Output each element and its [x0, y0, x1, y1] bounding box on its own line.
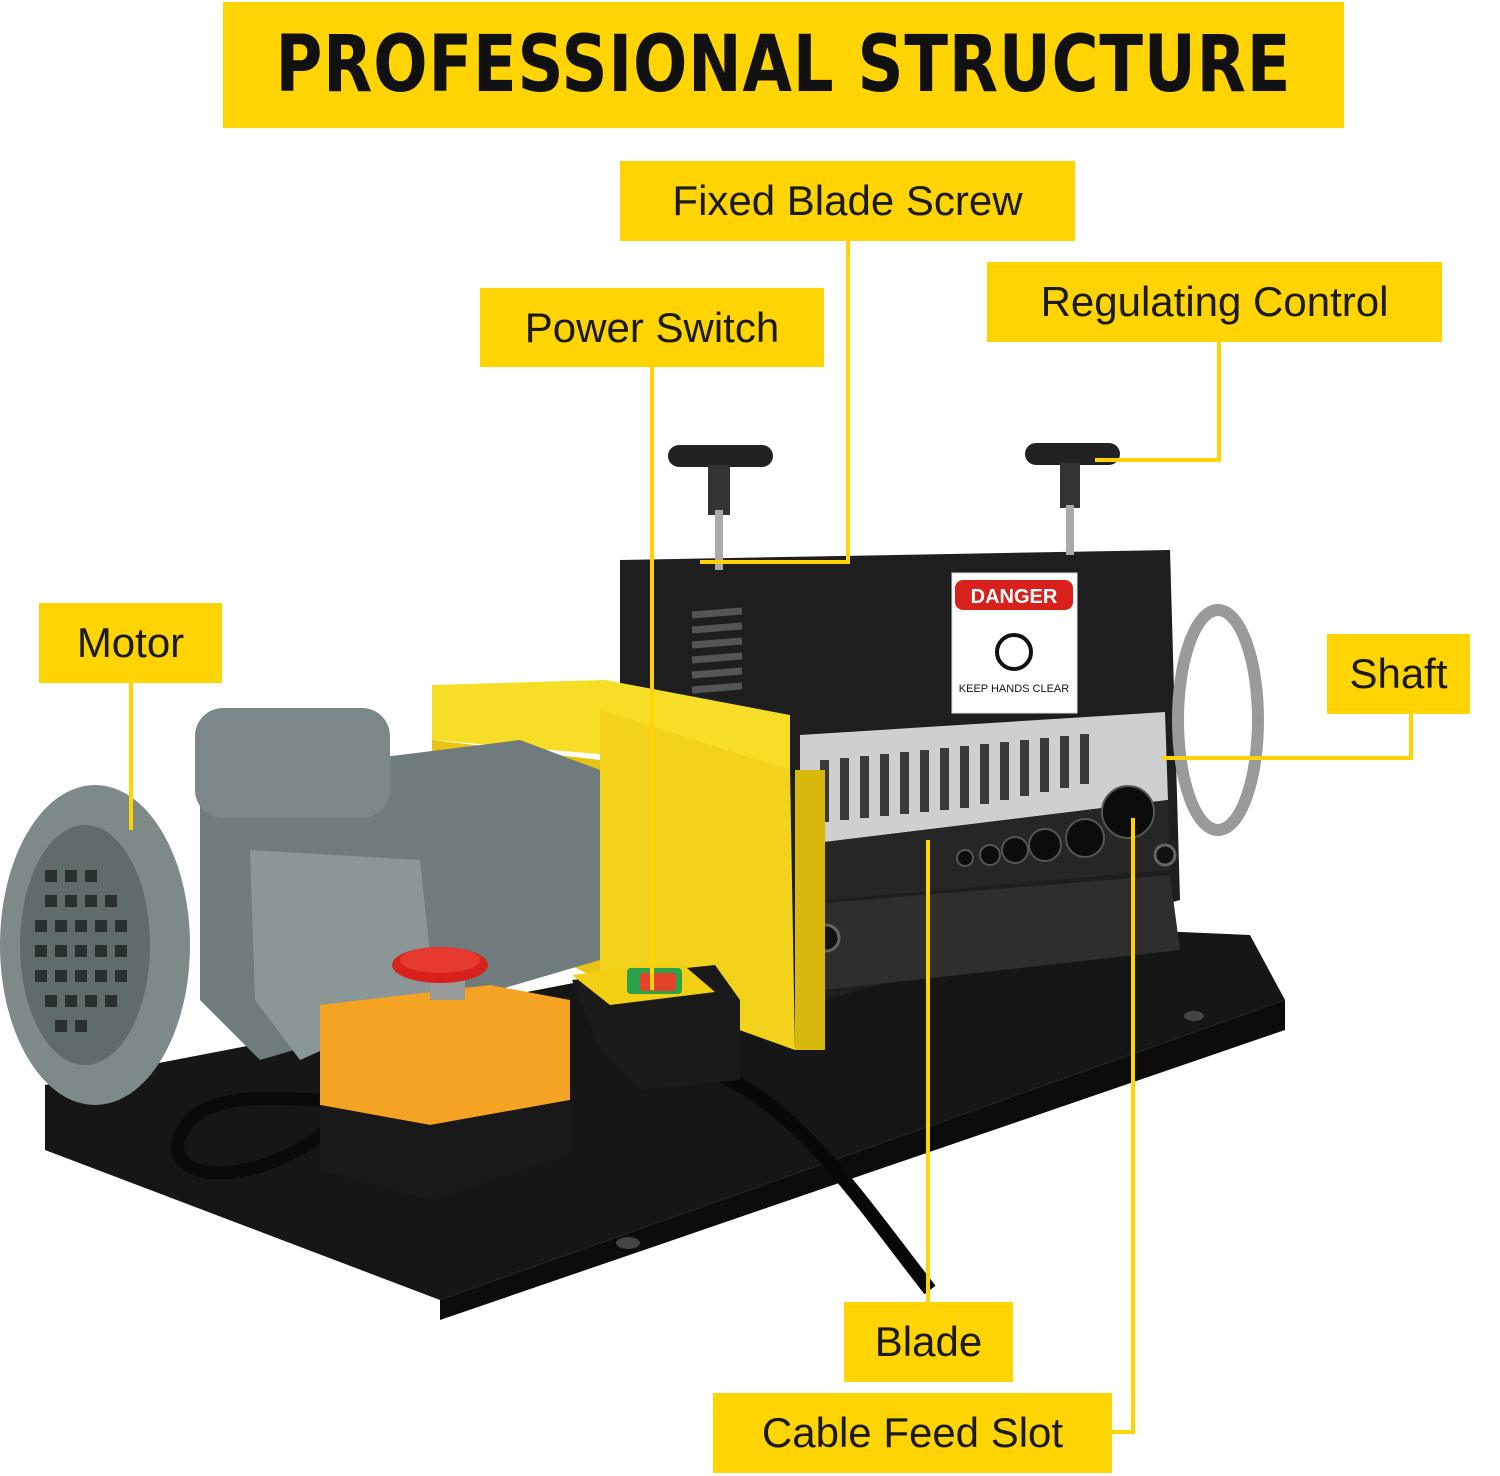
danger-sticker: DANGER KEEP HANDS CLEAR: [951, 572, 1078, 714]
motor-vent-grille: [35, 870, 127, 1032]
label-cable-feed-slot: Cable Feed Slot: [713, 1393, 1112, 1473]
power-cable: [717, 1068, 936, 1295]
label-blade: Blade: [844, 1302, 1013, 1382]
danger-header: DANGER: [971, 586, 1058, 608]
emergency-stop-box: [320, 947, 570, 1200]
page-title: PROFESSIONAL STRUCTURE: [275, 20, 1292, 110]
label-regulating-control: Regulating Control: [987, 262, 1442, 342]
shaft-wheel: [1172, 604, 1264, 836]
base-plate: [45, 920, 1285, 1320]
label-motor: Motor: [39, 603, 222, 683]
regulating-knobs: [668, 443, 1120, 570]
keep-hands-clear-text: KEEP HANDS CLEAR: [959, 683, 1070, 695]
power-switch-box: [572, 962, 740, 1090]
label-power-switch: Power Switch: [480, 288, 824, 367]
loop-cable: [171, 1091, 345, 1180]
label-shaft: Shaft: [1327, 634, 1470, 714]
title-banner: PROFESSIONAL STRUCTURE: [223, 2, 1344, 128]
spring: [691, 607, 743, 694]
label-fixed-blade-screw: Fixed Blade Screw: [620, 161, 1075, 241]
feed-holes: [956, 785, 1155, 867]
